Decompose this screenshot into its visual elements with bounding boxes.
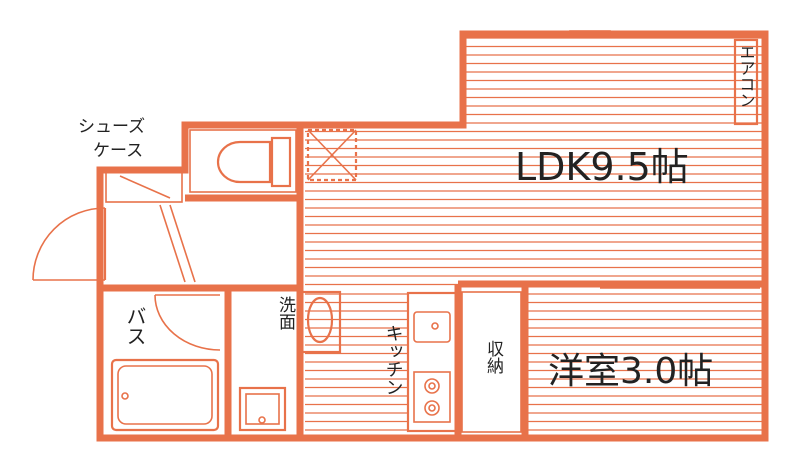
entrance-door [32,207,107,281]
storage-closet [461,291,522,433]
western-room-floor-hatching [527,293,765,431]
windows [569,30,768,391]
aircon-label: エアコン [737,44,756,108]
washbasin-label: 洗面 [275,296,296,330]
toilet [189,129,297,193]
shoe-case-label-line2: ケース [93,141,143,161]
washing-machine-pan [238,386,287,432]
shoe-case [105,171,183,203]
shoe-case-label-line1: シューズ [78,117,145,137]
kitchen-floor-hatching [305,293,408,431]
outer-wall [96,30,769,442]
ldk-label: LDK9.5帖 [515,145,689,189]
western-room-label: 洋室3.0帖 [548,351,713,392]
bathroom-door [154,294,221,351]
storage-label: 収納 [483,340,504,375]
hallway [159,204,196,283]
ceiling-hatch [306,128,358,182]
washbasin-unit [300,290,342,354]
kitchen-label: キッチン [383,324,404,396]
kitchen-counter [406,291,458,433]
aircon-unit [733,38,759,126]
bathtub [110,358,220,432]
bath-label: バス [123,306,147,346]
